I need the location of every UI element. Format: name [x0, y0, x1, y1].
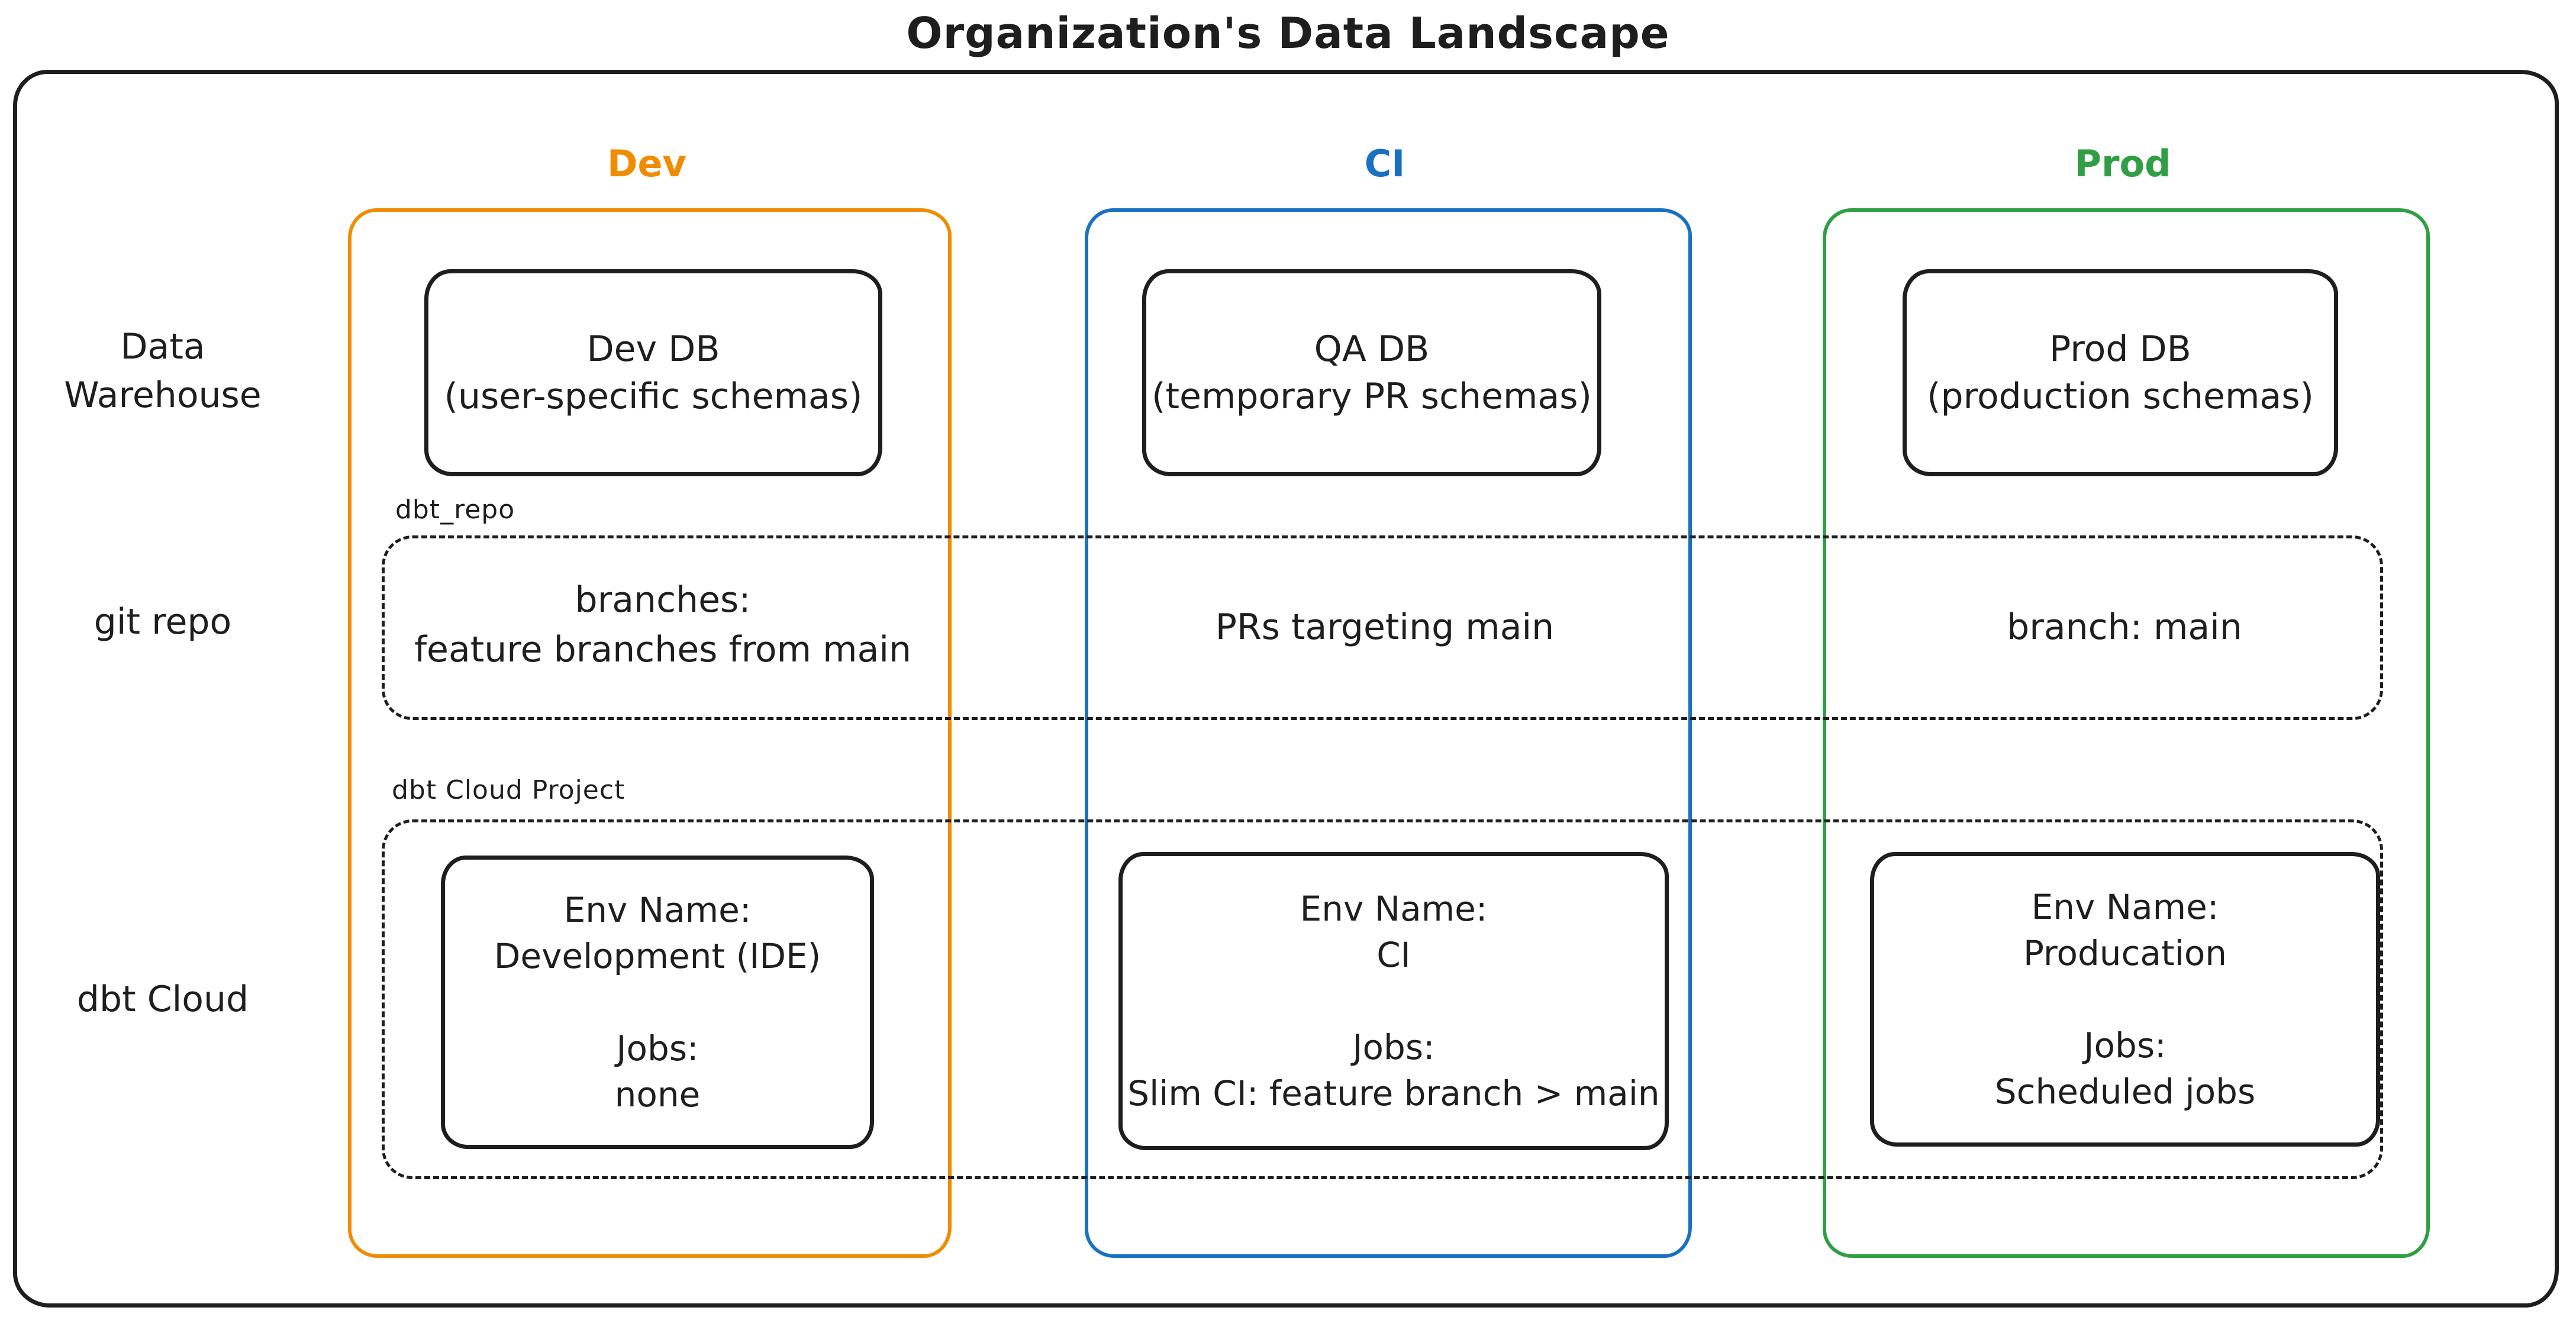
ci-env-name: CI	[1376, 935, 1411, 975]
dbt-repo-group-label: dbt_repo	[395, 495, 515, 525]
ci-env-title: Env Name:	[1300, 889, 1488, 929]
dev-jobs-title: Jobs:	[616, 1028, 699, 1069]
ci-jobs-title: Jobs:	[1352, 1027, 1435, 1067]
ci-git-text: PRs targeting main	[1215, 606, 1555, 648]
prod-column-box	[1823, 208, 2430, 1258]
ci-column-header: CI	[1364, 142, 1405, 185]
dev-db-name: Dev DB	[586, 328, 720, 370]
qa-db-name: QA DB	[1314, 328, 1430, 370]
prod-jobs-value: Scheduled jobs	[1994, 1071, 2256, 1112]
dev-db-schemas: (user-specific schemas)	[444, 376, 863, 417]
prod-git-text: branch: main	[2007, 606, 2242, 648]
spacer-line	[1388, 978, 1399, 1024]
qa-db-schemas: (temporary PR schemas)	[1152, 376, 1592, 417]
row-label-data-warehouse: Data Warehouse	[24, 322, 302, 419]
spacer-line	[652, 979, 663, 1025]
dev-column-header: Dev	[607, 142, 686, 185]
dev-env-box: Env Name: Development (IDE) Jobs: none	[441, 856, 874, 1149]
dev-env-title: Env Name:	[563, 890, 752, 930]
prod-jobs-title: Jobs:	[2084, 1025, 2166, 1066]
dev-column-box	[348, 208, 952, 1258]
prod-db-box: Prod DB (production schemas)	[1903, 269, 2338, 476]
outer-frame	[13, 70, 2559, 1308]
dev-git-line2: feature branches from main	[414, 629, 912, 670]
dbt-cloud-project-group-box	[382, 819, 2383, 1179]
ci-jobs-value: Slim CI: feature branch > main	[1127, 1073, 1660, 1113]
ci-column-box	[1085, 208, 1692, 1258]
row-label-data-warehouse-line2: Warehouse	[64, 375, 262, 416]
prod-db-schemas: (production schemas)	[1927, 376, 2314, 417]
dev-git-text: branches: feature branches from main	[388, 575, 938, 674]
prod-env-box: Env Name: Producation Jobs: Scheduled jo…	[1870, 852, 2380, 1147]
prod-db-name: Prod DB	[2049, 328, 2191, 370]
dbt-repo-group-box	[382, 535, 2383, 720]
spacer-line	[2120, 976, 2130, 1022]
dbt-cloud-project-group-label: dbt Cloud Project	[392, 775, 626, 805]
dev-env-name: Development (IDE)	[494, 936, 821, 976]
ci-env-box: Env Name: CI Jobs: Slim CI: feature bran…	[1118, 852, 1669, 1150]
dev-db-box: Dev DB (user-specific schemas)	[424, 269, 882, 476]
row-label-data-warehouse-line1: Data	[120, 326, 205, 367]
qa-db-box: QA DB (temporary PR schemas)	[1142, 269, 1601, 476]
prod-column-header: Prod	[2074, 142, 2171, 185]
prod-env-title: Env Name:	[2031, 887, 2219, 927]
row-label-dbt-cloud: dbt Cloud	[76, 979, 249, 1020]
prod-env-name: Producation	[2023, 933, 2227, 973]
dev-git-line1: branches:	[575, 579, 751, 621]
row-label-git-repo: git repo	[94, 601, 232, 643]
diagram-title: Organization's Data Landscape	[906, 8, 1670, 58]
dev-jobs-value: none	[614, 1074, 701, 1115]
